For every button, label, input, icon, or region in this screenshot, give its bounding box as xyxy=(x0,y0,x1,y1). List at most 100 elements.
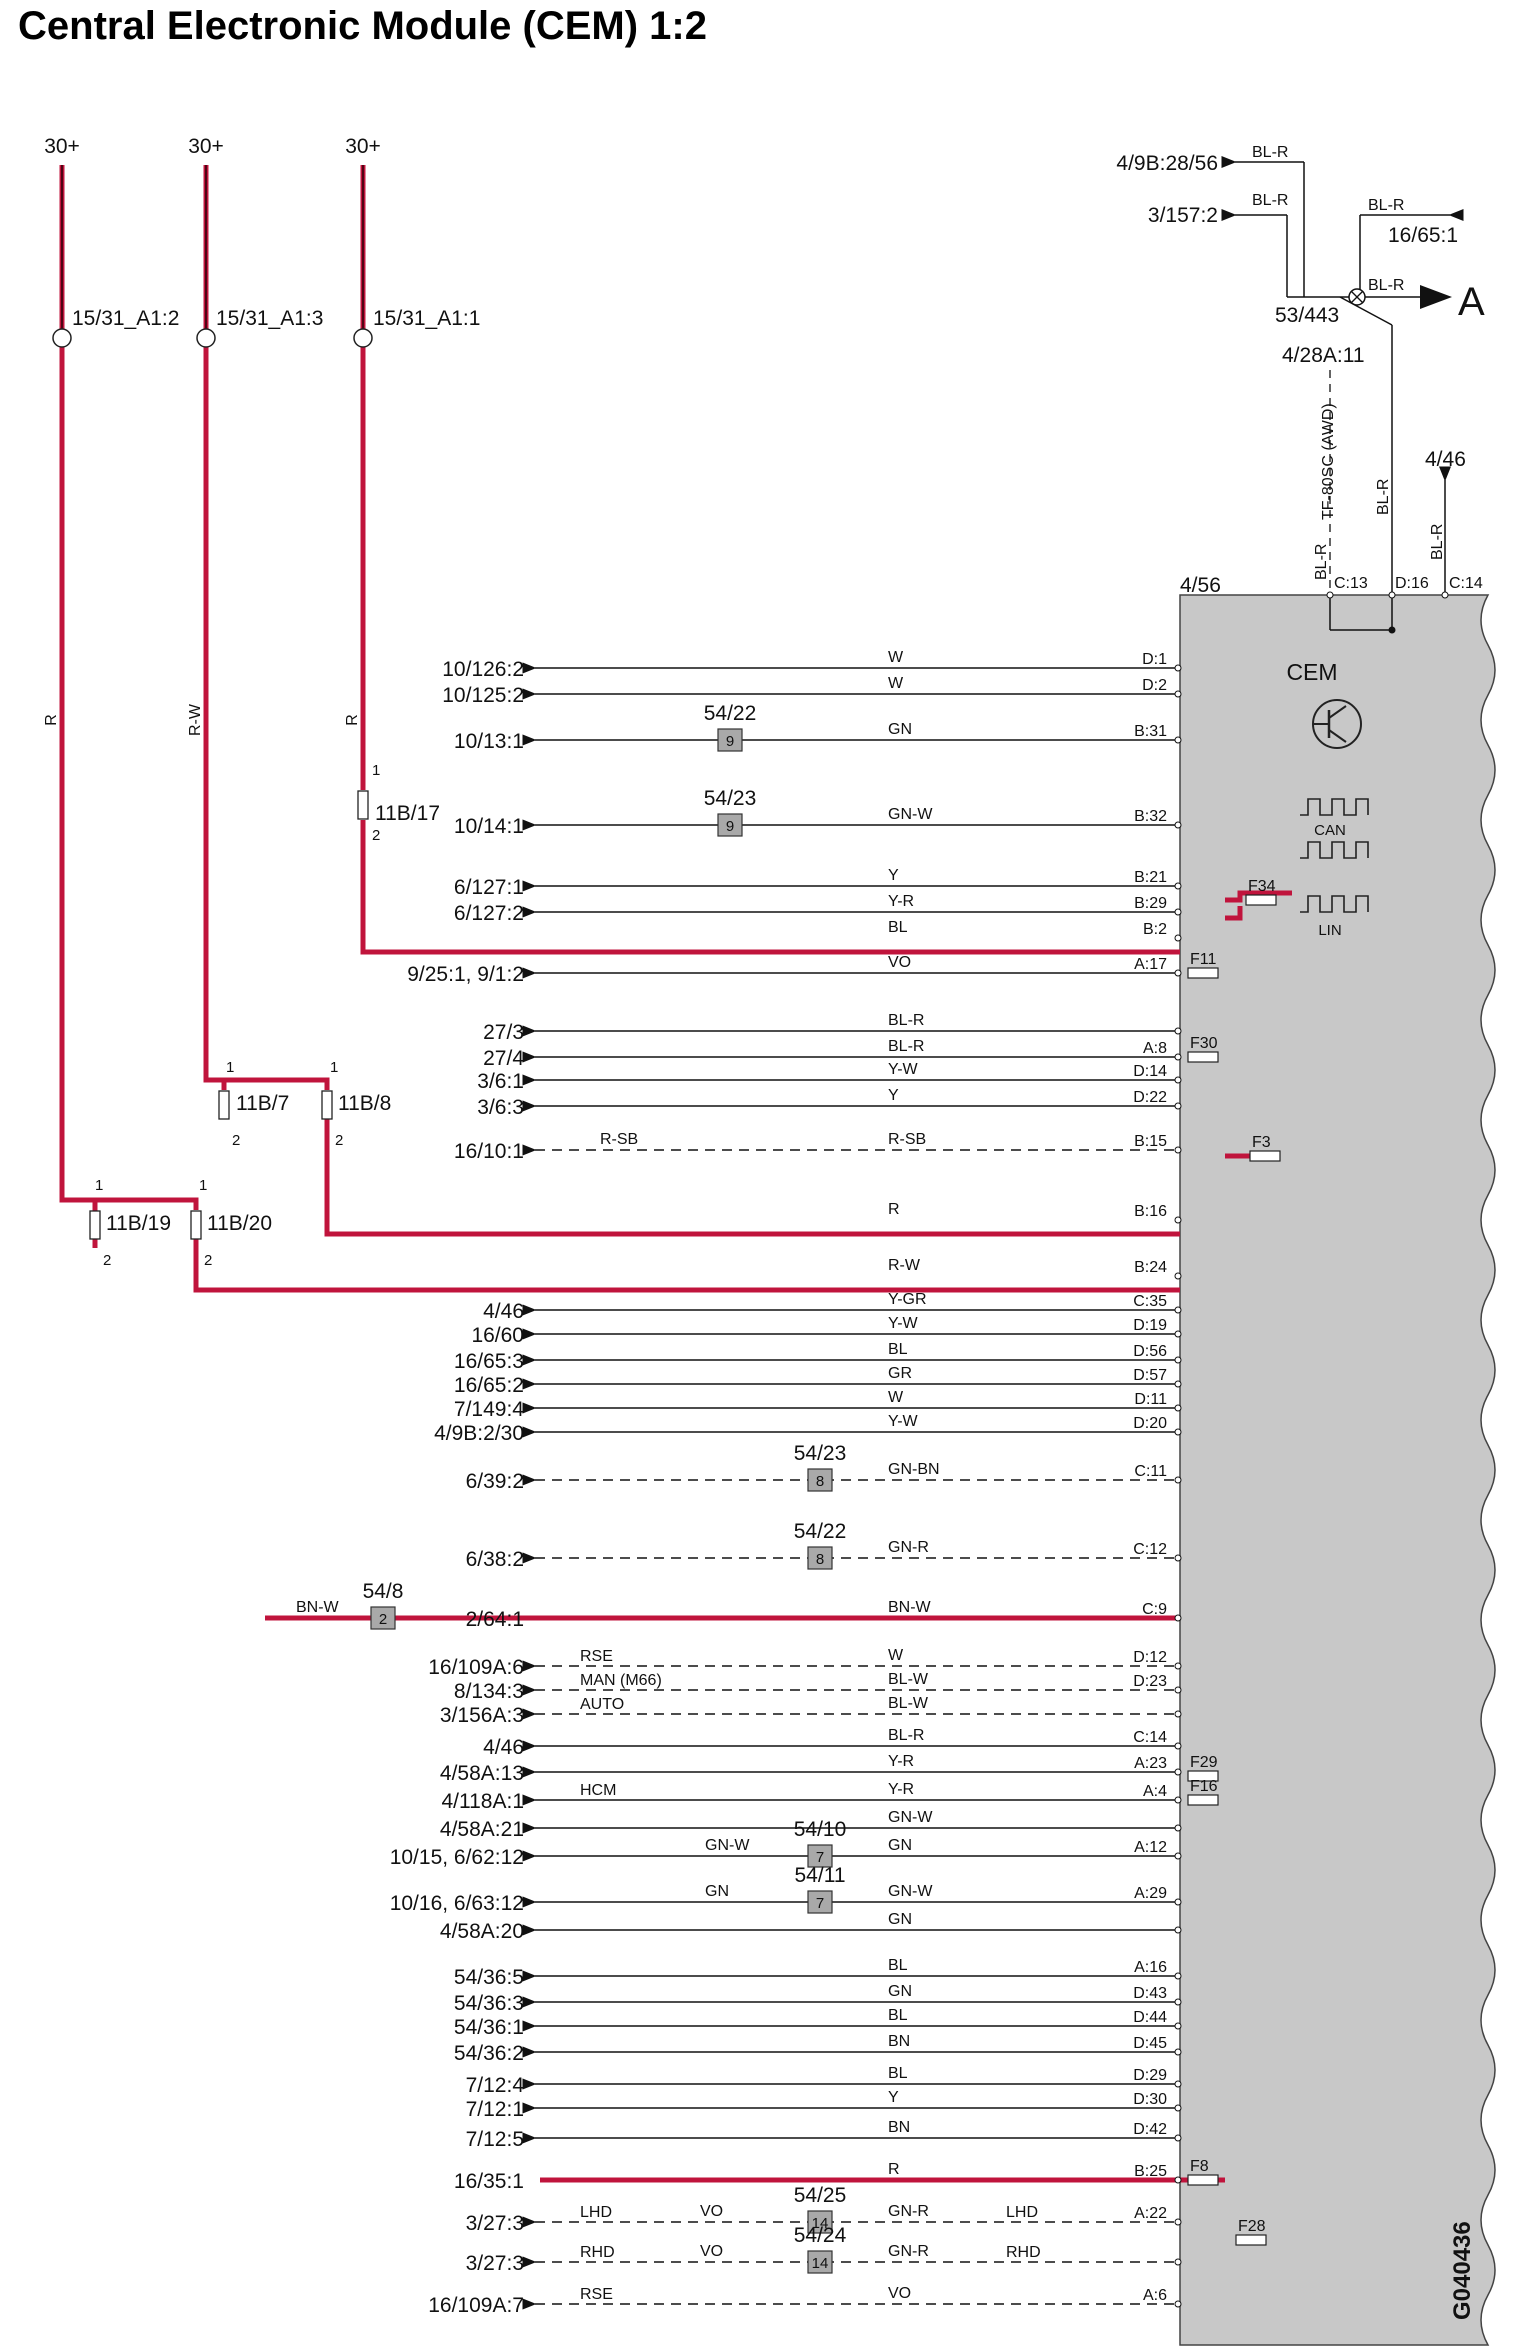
module-pin-node xyxy=(1174,2258,1182,2266)
connector-pin-2: 2 xyxy=(232,1132,240,1149)
module-pin-node xyxy=(1174,2080,1182,2088)
wire-destination: 7/12:1 xyxy=(466,2098,524,2121)
module-pin: A:4 xyxy=(1143,1783,1167,1800)
fuse-symbol xyxy=(1187,2174,1219,2186)
supply-label: 30+ xyxy=(345,135,381,158)
module-pin-node xyxy=(1174,1076,1182,1084)
splice-label: 54/23 xyxy=(794,1442,847,1465)
module-pin: C:12 xyxy=(1133,1541,1167,1558)
wire-destination: 27/4 xyxy=(483,1047,524,1070)
pin-d16: D:16 xyxy=(1395,575,1429,592)
splice-box xyxy=(807,1844,833,1868)
wire-color: GN-R xyxy=(888,1539,929,1556)
fuse-symbol xyxy=(1187,1794,1219,1806)
module-pin-node xyxy=(1174,969,1182,977)
connector-pin-1: 1 xyxy=(372,762,380,779)
fuse-symbol xyxy=(1187,967,1219,979)
module-pin-node xyxy=(1174,1146,1182,1154)
splice-label: 54/10 xyxy=(794,1818,847,1841)
wire-color: Y xyxy=(888,867,899,884)
wire-destination: 4/58A:20 xyxy=(440,1920,524,1943)
fuse-label: F30 xyxy=(1190,1035,1218,1052)
splice-number: 7 xyxy=(816,1849,824,1866)
can-label: CAN xyxy=(1314,822,1346,839)
module-pin: D:22 xyxy=(1133,1089,1167,1106)
splice-number: 7 xyxy=(816,1895,824,1912)
wire-color: BL-R xyxy=(888,1038,924,1055)
wire-color: Y-W xyxy=(888,1413,919,1430)
fuse-symbol xyxy=(1187,1051,1219,1063)
fuse-symbol xyxy=(1187,1770,1219,1782)
wire-color: R-SB xyxy=(888,1131,926,1148)
wire-destination: 4/9B:2/30 xyxy=(434,1422,524,1445)
supply-fuse-node xyxy=(196,328,216,348)
wire-destination: 16/35:1 xyxy=(454,2170,524,2193)
wire-color: GN-W xyxy=(888,806,933,823)
wire-color: BL xyxy=(888,2007,908,2024)
module-pin: D:11 xyxy=(1134,1391,1167,1408)
module-pin-node xyxy=(1174,2300,1182,2308)
wire-destination: 7/149:4 xyxy=(454,1398,524,1421)
wire-destination: 54/36:1 xyxy=(454,2016,524,2039)
fuse-label: F29 xyxy=(1190,1754,1218,1771)
module-pin-node xyxy=(1174,1027,1182,1035)
module-pin: C:9 xyxy=(1142,1601,1167,1618)
module-pin-node xyxy=(1174,1404,1182,1412)
wire-variant-note: LHD xyxy=(580,2204,612,2221)
splice-number: 14 xyxy=(812,2215,829,2232)
module-pin-node xyxy=(1174,934,1182,942)
connector-label: 11B/19 xyxy=(106,1212,171,1235)
splice-box xyxy=(807,2250,833,2274)
wire-destination: 3/6:1 xyxy=(477,1070,524,1093)
wire-destination: 10/16, 6/63:12 xyxy=(390,1892,524,1915)
connector-body xyxy=(89,1210,101,1240)
connector-pin-1: 1 xyxy=(199,1177,207,1194)
variant-label: TF-80SC (AWD) xyxy=(1320,403,1337,520)
module-pin: A:23 xyxy=(1134,1755,1167,1772)
module-pin-node xyxy=(1174,2048,1182,2056)
vwire-1: BL-R xyxy=(1313,544,1330,580)
module-pin-node xyxy=(1174,821,1182,829)
wire-destination: 4/46 xyxy=(483,1736,524,1759)
connector-label: 11B/17 xyxy=(375,802,440,825)
module-pin: B:2 xyxy=(1143,921,1167,938)
wire-destination: 27/3 xyxy=(483,1021,524,1044)
wire-color: R-W xyxy=(888,1257,921,1274)
supply-wire-color: R-W xyxy=(187,703,204,736)
splice-number: 8 xyxy=(816,1551,824,1568)
wire-color: Y-R xyxy=(888,1753,914,1770)
module-name-label: CEM xyxy=(1286,659,1337,685)
fuse-label: F11 xyxy=(1190,951,1216,968)
wire-destination: 7/12:5 xyxy=(466,2128,524,2151)
connector-pin-2: 2 xyxy=(204,1252,212,1269)
splice-box xyxy=(717,728,743,752)
wire-destination: 10/15, 6/62:12 xyxy=(390,1846,524,1869)
drawing-code: G040436 xyxy=(1449,2221,1476,2320)
module-pin: D:1 xyxy=(1142,651,1167,668)
wire-color-secondary: BN-W xyxy=(296,1599,340,1616)
module-pin-node xyxy=(1174,2022,1182,2030)
top-ref-2: 3/157:2 xyxy=(1148,204,1218,227)
can-bus-icon xyxy=(1300,798,1369,859)
wire-destination: 16/109A:7 xyxy=(428,2294,524,2317)
wire-destination: 10/14:1 xyxy=(454,815,524,838)
wire-color-secondary: GN xyxy=(705,1883,729,1900)
module-pin-node xyxy=(1174,1926,1182,1934)
splice-box xyxy=(717,813,743,837)
wire-destination: 6/39:2 xyxy=(466,1470,524,1493)
supply-label: 30+ xyxy=(188,135,224,158)
fuse-symbol xyxy=(1245,894,1277,906)
wire-color: Y-GR xyxy=(888,1291,927,1308)
ref-4-46-top: 4/46 xyxy=(1425,448,1466,471)
wire-destination: 16/65:3 xyxy=(454,1350,524,1373)
splice-box xyxy=(807,1546,833,1570)
top-wire-2: BL-R xyxy=(1252,192,1288,209)
module-pin: B:24 xyxy=(1134,1259,1167,1276)
module-pin: D:12 xyxy=(1133,1649,1167,1666)
fuse-label: F34 xyxy=(1248,878,1276,895)
pin-c14: C:14 xyxy=(1449,575,1483,592)
module-pin-node xyxy=(1174,736,1182,744)
wire-color: GN-BN xyxy=(888,1461,940,1478)
splice-box xyxy=(807,1468,833,1492)
wire-destination: 2/64:1 xyxy=(466,1608,524,1631)
